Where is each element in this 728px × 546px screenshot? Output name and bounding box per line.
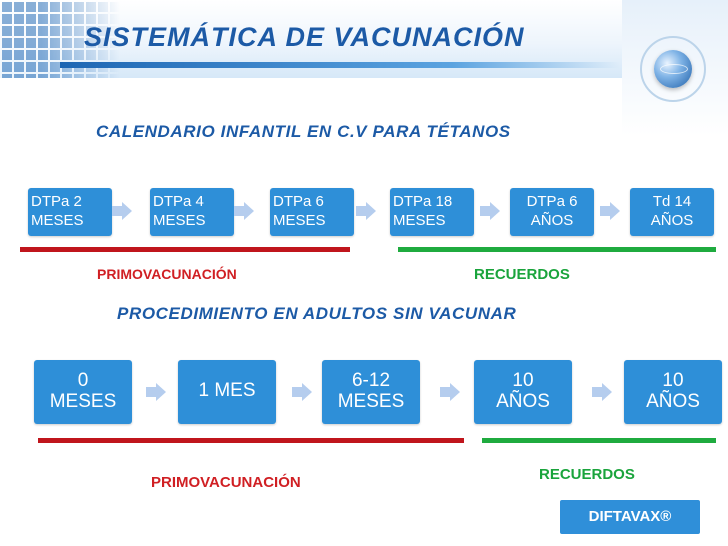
- adult-step-3-line1: 6-12: [351, 370, 391, 391]
- primovacunacion-bar: [20, 247, 350, 252]
- recuerdos-bar: [398, 247, 716, 252]
- schedule-step-5: DTPa 6 AÑOS: [510, 188, 594, 236]
- header-band: [60, 62, 620, 68]
- adult-step-5-line1: 10: [662, 370, 684, 391]
- adult-step-3-line2: MESES: [337, 391, 405, 412]
- schedule-step-1: DTPa 2 MESES: [28, 188, 112, 236]
- schedule-step-1-text: DTPa 2 MESES: [31, 193, 84, 229]
- globe-ring: [640, 36, 706, 102]
- adult-recuerdos-label: RECUERDOS: [539, 466, 635, 483]
- adult-step-2-line1: 1 MES: [198, 380, 256, 401]
- schedule-step-3-text: DTPa 6 MESES: [273, 193, 326, 229]
- diftavax-badge: DIFTAVAX®: [560, 500, 700, 534]
- adult-step-4-line1: 10: [512, 370, 534, 391]
- globe-logo-icon: [654, 50, 692, 88]
- schedule-step-2-text: DTPa 4 MESES: [153, 193, 206, 229]
- schedule-step-6: Td 14 AÑOS: [630, 188, 714, 236]
- schedule-step-5-text: DTPa 6 AÑOS: [526, 193, 578, 229]
- adult-step-5-line2: AÑOS: [646, 391, 700, 412]
- recuerdos-label: RECUERDOS: [474, 266, 570, 283]
- adult-step-1-line2: MESES: [49, 391, 117, 412]
- adult-step-1: 0 MESES: [34, 360, 132, 424]
- slide-title: SISTEMÁTICA DE VACUNACIÓN: [84, 22, 525, 52]
- slide-header: [0, 0, 728, 78]
- schedule-step-2: DTPa 4 MESES: [150, 188, 234, 236]
- schedule-step-3: DTPa 6 MESES: [270, 188, 354, 236]
- adult-step-1-line1: 0: [77, 370, 89, 391]
- adult-primovacunacion-bar: [38, 438, 464, 443]
- schedule-step-4: DTPa 18 MESES: [390, 188, 474, 236]
- schedule-step-6-text: Td 14 AÑOS: [650, 193, 694, 229]
- adult-step-3: 6-12 MESES: [322, 360, 420, 424]
- adult-step-4-line2: AÑOS: [496, 391, 550, 412]
- section1-title: CALENDARIO INFANTIL EN C.V PARA TÉTANOS: [96, 122, 511, 141]
- section2-title: PROCEDIMIENTO EN ADULTOS SIN VACUNAR: [117, 304, 517, 323]
- adult-step-5: 10 AÑOS: [624, 360, 722, 424]
- adult-step-4: 10 AÑOS: [474, 360, 572, 424]
- adult-step-2: 1 MES: [178, 360, 276, 424]
- adult-primovacunacion-label: PRIMOVACUNACIÓN: [151, 474, 301, 491]
- schedule-step-4-text: DTPa 18 MESES: [393, 193, 453, 229]
- adult-recuerdos-bar: [482, 438, 716, 443]
- primovacunacion-label: PRIMOVACUNACIÓN: [97, 266, 237, 282]
